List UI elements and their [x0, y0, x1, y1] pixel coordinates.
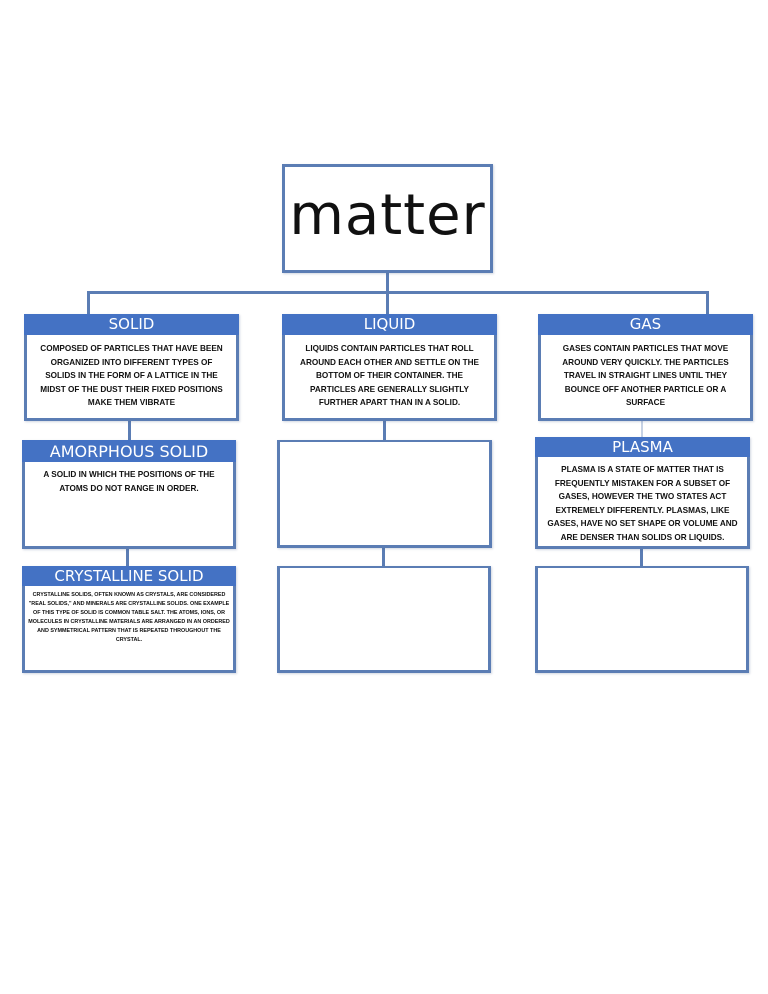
root-node-matter: matter	[282, 164, 493, 273]
node-header-plasma: PLASMA	[535, 437, 750, 457]
node-header-liquid: LIQUID	[282, 314, 497, 335]
connector-liquid-row3	[382, 546, 385, 567]
node-gas-empty	[535, 566, 749, 673]
connector-solid-down	[87, 291, 90, 315]
node-header-solid: SOLID	[24, 314, 239, 335]
connector-solid-amorphous	[128, 419, 131, 441]
node-header-gas: GAS	[538, 314, 753, 335]
root-title: matter	[289, 182, 486, 248]
node-description-plasma: PLASMA IS A STATE OF MATTER THAT IS FREQ…	[547, 465, 738, 542]
node-gas: GAS GASES CONTAIN PARTICLES THAT MOVE AR…	[538, 314, 753, 421]
node-liquid-empty-1	[277, 440, 492, 548]
connector-gas-plasma	[641, 419, 643, 437]
node-header-crystalline-solid: CRYSTALLINE SOLID	[22, 566, 236, 586]
node-description-liquid: LIQUIDS CONTAIN PARTICLES THAT ROLL AROU…	[300, 344, 479, 408]
connector-liquid-row2	[383, 419, 386, 441]
connector-horizontal	[87, 291, 709, 294]
node-crystalline-solid: CRYSTALLINE SOLID CRYSTALLINE SOLIDS, OF…	[22, 566, 236, 673]
node-amorphous-solid: AMORPHOUS SOLID A SOLID IN WHICH THE POS…	[22, 440, 236, 549]
node-description-crystalline-solid: CRYSTALLINE SOLIDS, OFTEN KNOWN AS CRYST…	[28, 592, 230, 643]
node-description-solid: COMPOSED OF PARTICLES THAT HAVE BEEN ORG…	[40, 344, 223, 408]
connector-plasma-row3	[640, 547, 643, 567]
node-liquid: LIQUID LIQUIDS CONTAIN PARTICLES THAT RO…	[282, 314, 497, 421]
node-description-amorphous-solid: A SOLID IN WHICH THE POSITIONS OF THE AT…	[43, 470, 215, 493]
node-solid: SOLID COMPOSED OF PARTICLES THAT HAVE BE…	[24, 314, 239, 421]
node-description-gas: GASES CONTAIN PARTICLES THAT MOVE AROUND…	[562, 344, 729, 408]
connector-amorphous-crystalline	[126, 547, 129, 567]
node-liquid-empty-2	[277, 566, 491, 673]
node-header-amorphous-solid: AMORPHOUS SOLID	[22, 440, 236, 462]
node-plasma: PLASMA PLASMA IS A STATE OF MATTER THAT …	[535, 437, 750, 549]
connector-gas-down	[706, 291, 709, 315]
